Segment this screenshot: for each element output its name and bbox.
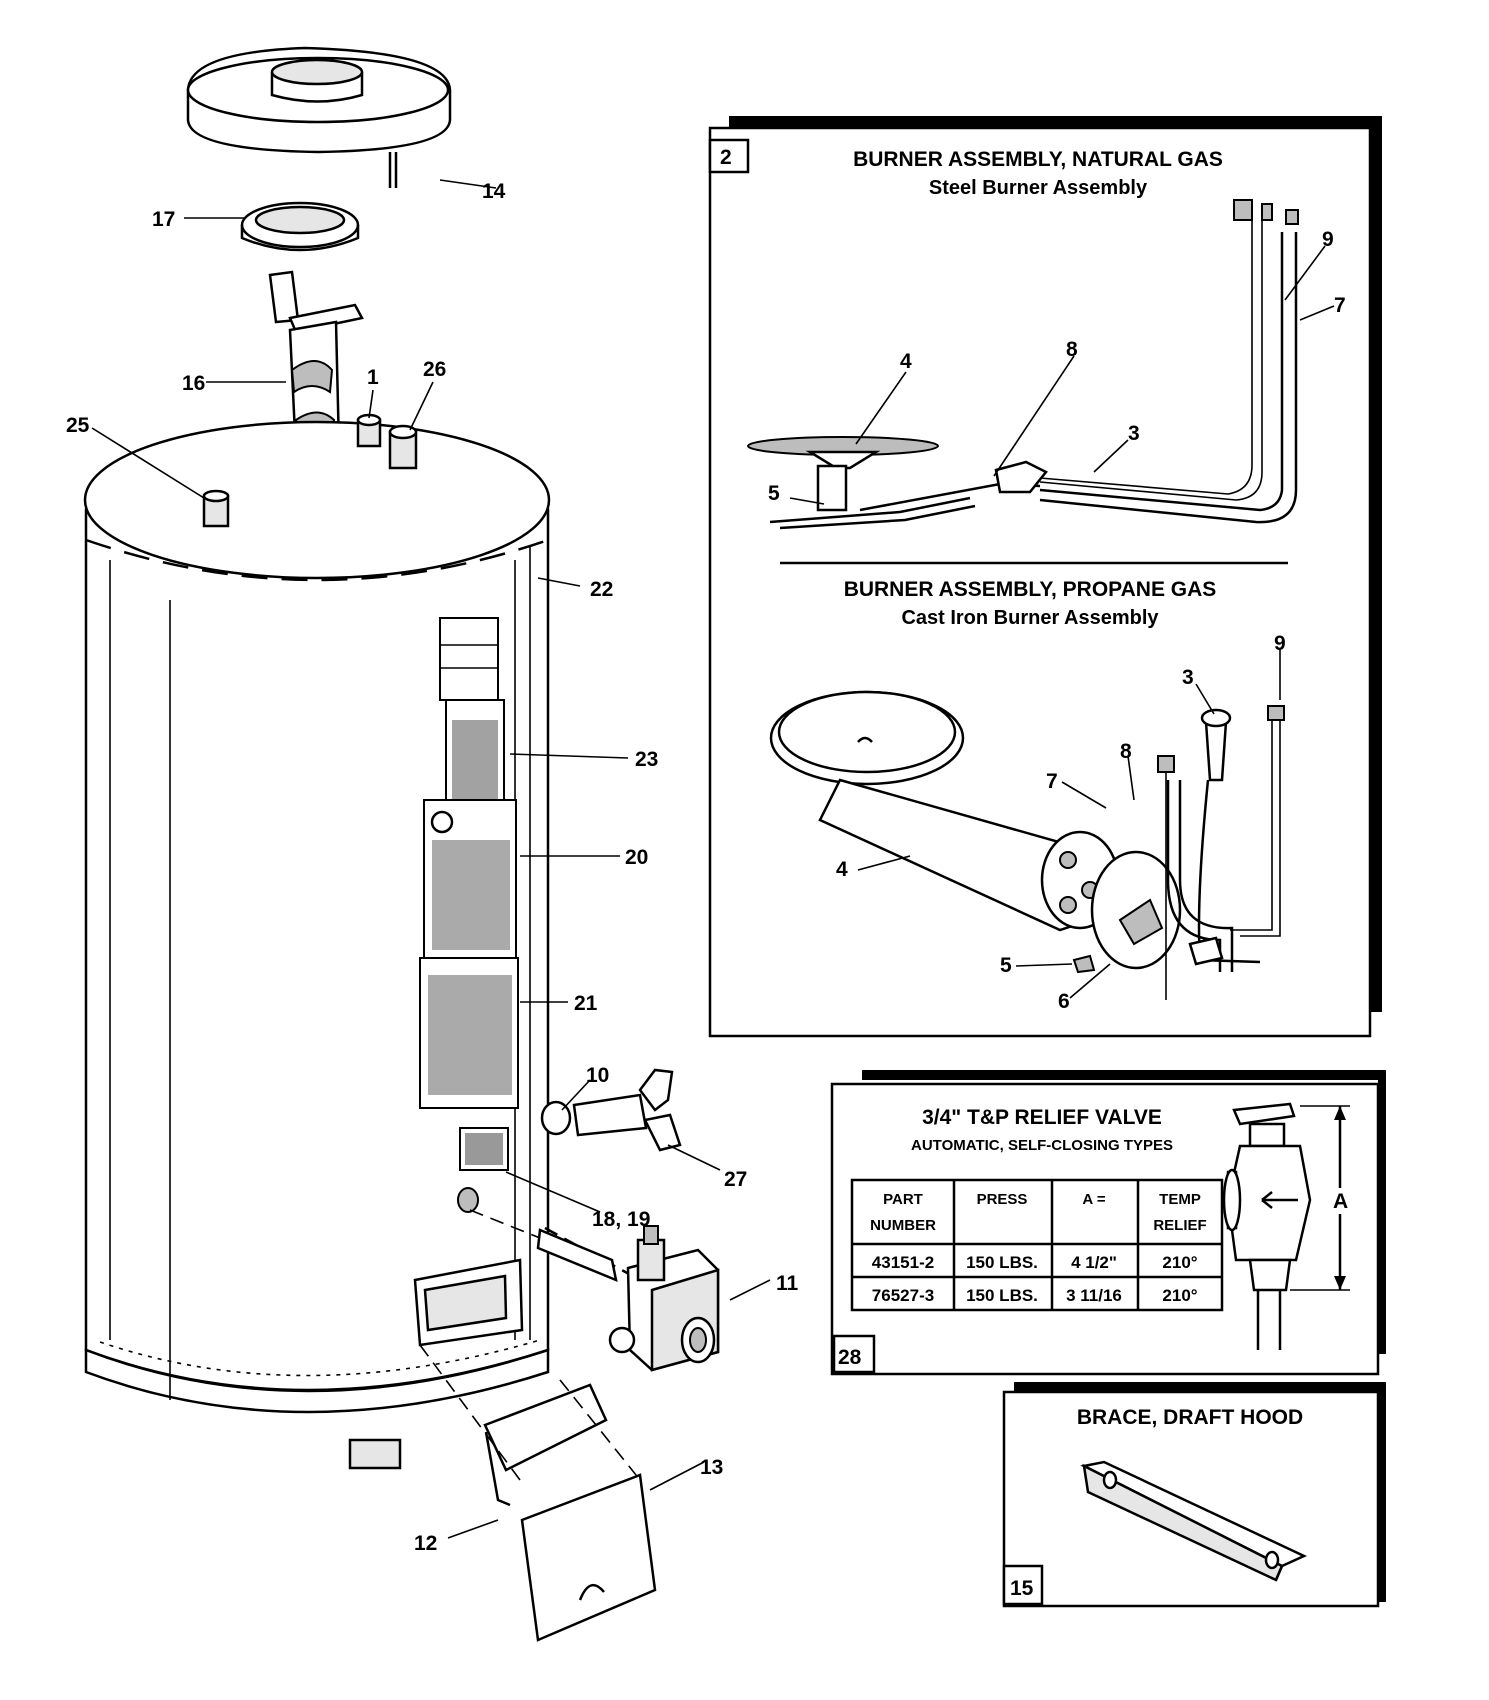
natural-gas-burner-drawing <box>747 199 1299 530</box>
brace-title: BRACE, DRAFT HOOD <box>1077 1406 1303 1429</box>
natural-callout-4: 4 <box>900 350 912 373</box>
propane-callout-4: 4 <box>836 858 848 881</box>
callout-10: 10 <box>586 1064 609 1087</box>
relief-valve-title: 3/4" T&P RELIEF VALVE <box>922 1106 1162 1129</box>
callout-11: 11 <box>776 1272 799 1295</box>
table-header-press: PRESS <box>977 1191 1028 1208</box>
water-heater-illustration: 14 17 16 1 26 25 22 23 20 21 10 27 18, 1… <box>66 46 799 1642</box>
table-cell: 76527-3 <box>872 1286 934 1305</box>
natural-callout-5: 5 <box>768 482 780 505</box>
panel-number-15: 15 <box>1010 1577 1034 1600</box>
natural-gas-subtitle: Steel Burner Assembly <box>929 177 1148 199</box>
table-cell: 150 LBS. <box>966 1253 1038 1272</box>
brace-panel: 15 BRACE, DRAFT HOOD <box>1002 1382 1386 1608</box>
callout-16: 16 <box>182 372 205 395</box>
callout-23: 23 <box>635 748 658 771</box>
table-header-temp-line2: RELIEF <box>1153 1217 1206 1234</box>
callout-18-19: 18, 19 <box>592 1208 650 1231</box>
propane-callout-7: 7 <box>1046 770 1058 793</box>
callout-25: 25 <box>66 414 90 437</box>
callout-1: 1 <box>367 366 379 389</box>
table-cell: 210° <box>1162 1286 1197 1305</box>
table-cell: 3 11/16 <box>1066 1286 1122 1305</box>
table-header-part-line1: PART <box>883 1191 923 1208</box>
tank-labels <box>419 617 519 1213</box>
callout-14: 14 <box>482 180 506 203</box>
table-header-a: A = <box>1082 1191 1105 1208</box>
propane-callout-8: 8 <box>1120 740 1132 763</box>
callout-22: 22 <box>590 578 613 601</box>
relief-valve-drawing <box>1222 1102 1350 1350</box>
flue-ring-part <box>240 201 360 252</box>
table-cell: 210° <box>1162 1253 1197 1272</box>
relief-valve-table: PART NUMBER PRESS A = TEMP RELIEF 43151-… <box>850 1178 1224 1312</box>
propane-gas-subtitle: Cast Iron Burner Assembly <box>901 607 1159 629</box>
draft-hood-part <box>186 46 452 188</box>
propane-gas-burner-drawing <box>769 690 1285 1000</box>
left-leader-lines <box>91 179 771 1539</box>
propane-callout-9: 9 <box>1274 632 1286 655</box>
table-cell: 4 1/2" <box>1071 1253 1117 1272</box>
natural-callout-9: 9 <box>1322 228 1334 251</box>
natural-callout-8: 8 <box>1066 338 1078 361</box>
propane-gas-leader-lines <box>857 650 1281 999</box>
propane-callout-5: 5 <box>1000 954 1012 977</box>
propane-callout-6: 6 <box>1058 990 1070 1013</box>
relief-valve-subtitle: AUTOMATIC, SELF-CLOSING TYPES <box>911 1137 1173 1154</box>
burner-assembly-panel: 2 BURNER ASSEMBLY, NATURAL GAS Steel Bur… <box>708 116 1382 1038</box>
callout-20: 20 <box>625 846 648 869</box>
brace-drawing <box>1080 1460 1307 1582</box>
propane-gas-title: BURNER ASSEMBLY, PROPANE GAS <box>844 578 1217 601</box>
natural-gas-title: BURNER ASSEMBLY, NATURAL GAS <box>853 148 1223 171</box>
relief-valve-panel: 28 3/4" T&P RELIEF VALVE AUTOMATIC, SELF… <box>830 1070 1386 1376</box>
callout-13: 13 <box>700 1456 723 1479</box>
callout-26: 26 <box>423 358 446 381</box>
table-header-temp-line1: TEMP <box>1159 1191 1201 1208</box>
tank-body <box>83 413 682 1470</box>
gas-control-valve-part <box>536 1225 720 1372</box>
natural-callout-7: 7 <box>1334 294 1346 317</box>
callout-17: 17 <box>152 208 175 231</box>
natural-gas-leader-lines <box>789 245 1335 505</box>
dimension-label-a: A <box>1333 1190 1348 1213</box>
callout-12: 12 <box>414 1532 437 1555</box>
propane-callout-3: 3 <box>1182 666 1194 689</box>
table-cell: 150 LBS. <box>966 1286 1038 1305</box>
panel-number-2: 2 <box>720 146 732 169</box>
panel-number-28: 28 <box>838 1346 862 1369</box>
table-cell: 43151-2 <box>872 1253 934 1272</box>
burner-doors-part <box>419 1209 657 1642</box>
table-header-part-line2: NUMBER <box>870 1217 936 1234</box>
callout-21: 21 <box>574 992 598 1015</box>
callout-27: 27 <box>724 1168 747 1191</box>
natural-callout-3: 3 <box>1128 422 1140 445</box>
